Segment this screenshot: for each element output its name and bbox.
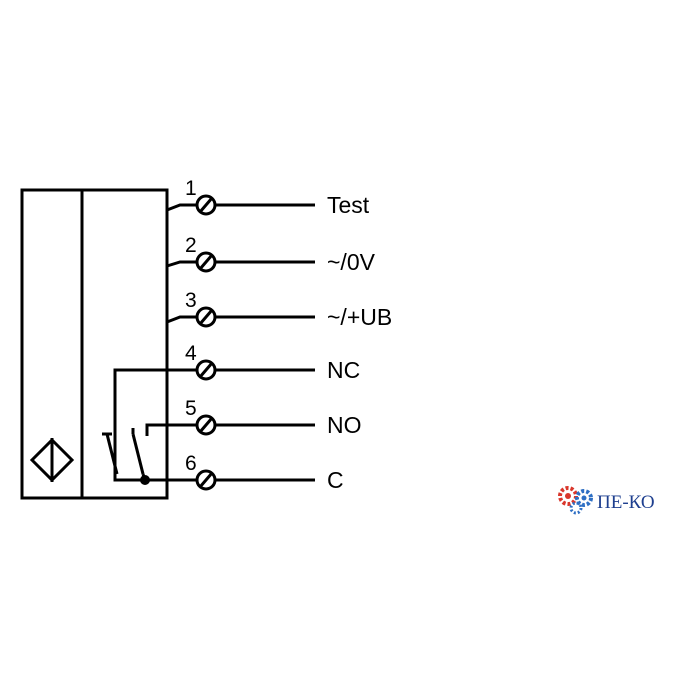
screw-slot (198, 309, 214, 325)
terminal-number: 5 (185, 397, 197, 420)
terminal-number: 6 (185, 452, 197, 475)
terminal-label: ~/0V (327, 249, 376, 275)
terminal-number: 1 (185, 177, 197, 200)
terminal-6: 6C (185, 452, 344, 493)
sensor-symbol-icon (29, 437, 75, 483)
terminal-label: C (327, 467, 344, 493)
terminal-label: NO (327, 412, 362, 438)
terminal-label: Test (327, 192, 370, 218)
terminal-5: 5NO (185, 397, 362, 438)
company-logo: ПЕ-КО (558, 486, 655, 515)
gears-icon (558, 486, 593, 515)
terminal-4: 4NC (185, 342, 360, 383)
terminal-3: 3 ~/+UB (185, 289, 392, 330)
terminal-label: ~/+UB (327, 304, 392, 330)
screw-slot (198, 362, 214, 378)
screw-slot (198, 472, 214, 488)
sensor-housing (20, 188, 169, 500)
screw-slot (198, 197, 214, 213)
logo-text: ПЕ-КО (597, 492, 655, 513)
screw-slot (198, 254, 214, 270)
terminal-number: 2 (185, 234, 197, 257)
terminal-number: 4 (185, 342, 197, 365)
terminal-2: 2 ~/0V (185, 234, 376, 275)
common-junction-dot (140, 475, 150, 485)
terminal-label: NC (327, 357, 360, 383)
terminal-number: 3 (185, 289, 197, 312)
screw-slot (198, 417, 214, 433)
